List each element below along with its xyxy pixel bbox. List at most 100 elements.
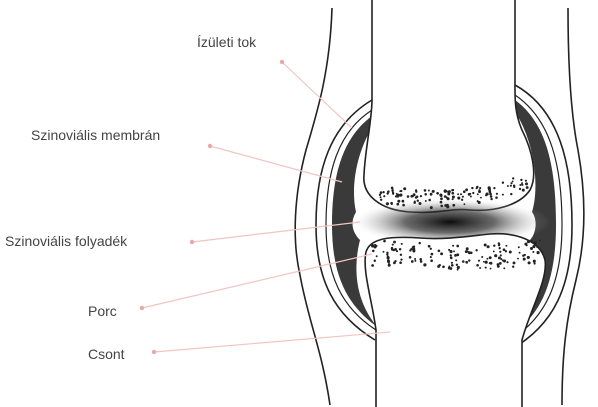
cartilage-dot: [527, 240, 530, 243]
cartilage-dot: [519, 252, 521, 254]
cartilage-dot: [414, 258, 416, 260]
cartilage-dot: [425, 200, 427, 202]
cartilage-dot: [456, 264, 458, 266]
cartilage-dot: [463, 190, 466, 193]
cartilage-dot: [430, 206, 433, 209]
cartilage-dot: [521, 184, 523, 186]
cartilage-dot: [465, 188, 468, 191]
upper-bone: [364, 0, 534, 212]
leader-dot-bone: [152, 350, 156, 354]
cartilage-dot: [510, 182, 512, 184]
cartilage-dot: [494, 254, 497, 257]
cartilage-dot: [519, 184, 521, 186]
cartilage-dot: [396, 203, 399, 206]
cartilage-dot: [486, 193, 489, 196]
cartilage-dot: [526, 183, 528, 185]
cartilage-dot: [472, 192, 474, 194]
cartilage-dot: [509, 251, 512, 254]
cartilage-dot: [493, 187, 495, 189]
cartilage-dot: [413, 202, 415, 204]
cartilage-dot: [399, 248, 401, 250]
label-membrane: Szinoviális membrán: [31, 127, 160, 143]
cartilage-dot: [420, 260, 423, 263]
cartilage-dot: [496, 193, 498, 195]
cartilage-dot: [409, 256, 412, 259]
cartilage-dot: [407, 195, 410, 198]
leader-dots: [140, 60, 284, 354]
cartilage-dot: [428, 199, 431, 202]
cartilage-dot: [419, 258, 422, 261]
cartilage-dot: [506, 261, 508, 263]
cartilage-dot: [411, 260, 414, 263]
cartilage-dot: [453, 250, 455, 252]
cartilage-dot: [499, 247, 501, 249]
leader-dot-capsule: [280, 60, 284, 64]
cartilage-dot: [391, 203, 393, 205]
cartilage-dot: [480, 197, 482, 199]
cartilage-dot: [465, 261, 468, 264]
cartilage-dot: [526, 186, 529, 189]
cartilage-dot: [388, 264, 391, 267]
leader-dot-fluid: [190, 240, 194, 244]
cartilage-dot: [455, 259, 457, 261]
cartilage-dot: [399, 261, 402, 264]
cartilage-dot: [420, 195, 422, 197]
cartilage-dot: [440, 194, 443, 197]
cartilage-dot: [451, 189, 453, 191]
cartilage-dot: [400, 258, 402, 260]
cartilage-dot: [463, 203, 465, 205]
cartilage-dot: [471, 187, 473, 189]
cartilage-dot: [387, 190, 390, 193]
leader-line-membrane: [210, 146, 342, 182]
cartilage-dot: [403, 187, 406, 190]
cartilage-dot: [479, 267, 481, 269]
cartilage-dot: [532, 245, 535, 248]
cartilage-dot: [525, 180, 527, 182]
cartilage-dot: [428, 190, 430, 192]
cartilage-dot: [523, 258, 526, 261]
cartilage-dot: [452, 245, 454, 247]
cartilage-dot: [498, 242, 500, 244]
label-fluid: Szinoviális folyadék: [5, 233, 128, 249]
cartilage-dot: [417, 200, 419, 202]
cartilage-dot: [503, 259, 506, 262]
cartilage-dot: [532, 251, 534, 253]
cartilage-dot: [461, 199, 463, 201]
cartilage-dot: [522, 254, 525, 257]
cartilage-dot: [519, 188, 521, 190]
cartilage-dot: [440, 252, 443, 255]
cartilage-dot: [517, 258, 519, 260]
cartilage-dot: [493, 250, 495, 252]
cartilage-dot: [430, 248, 432, 250]
cartilage-dot: [392, 193, 394, 195]
cartilage-dot: [452, 198, 454, 200]
cartilage-dot: [451, 192, 454, 195]
cartilage-dot: [383, 240, 386, 243]
cartilage-dot: [539, 239, 541, 241]
cartilage-dot: [432, 190, 435, 193]
cartilage-dot: [487, 245, 490, 248]
cartilage-dot: [485, 267, 487, 269]
cartilage-dot: [402, 200, 405, 203]
cartilage-dot: [477, 193, 479, 195]
cartilage-dot: [393, 241, 396, 244]
limb-outline-right: [562, 8, 584, 405]
cartilage-dot: [392, 244, 394, 246]
cartilage-dot: [512, 266, 514, 268]
cartilage-dot: [489, 256, 492, 259]
cartilage-dot: [485, 261, 488, 264]
cartilage-dot: [394, 260, 396, 262]
cartilage-dot: [451, 262, 453, 264]
cartilage-dot: [479, 187, 481, 189]
cartilage-dot: [530, 247, 533, 250]
cartilage-dot: [533, 260, 536, 263]
cartilage-dot: [418, 242, 420, 244]
leader-dot-membrane: [208, 144, 212, 148]
cartilage-dot: [376, 255, 378, 257]
cartilage-dot: [387, 256, 390, 259]
cartilage-dot: [510, 193, 512, 195]
cartilage-dot: [380, 199, 382, 201]
cartilage-dot: [379, 194, 381, 196]
cartilage-dot: [500, 258, 502, 260]
